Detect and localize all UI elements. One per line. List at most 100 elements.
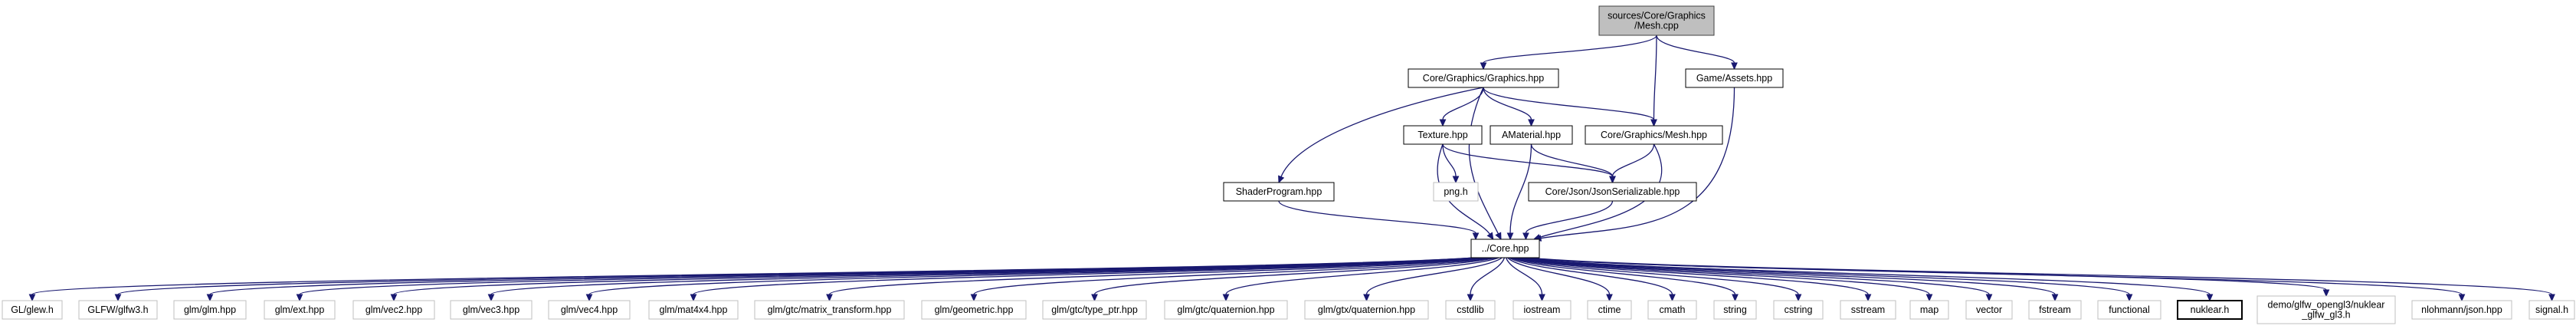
node-shader-hpp[interactable]: ShaderProgram.hpp — [1223, 182, 1335, 202]
node-label-fstream: fstream — [2039, 304, 2071, 315]
node-label-gtx-quat-hpp: glm/gtx/quaternion.hpp — [1318, 304, 1415, 315]
node-label-mesh-hpp: Core/Graphics/Mesh.hpp — [1601, 130, 1707, 140]
node-box-glm-hpp — [173, 300, 247, 320]
node-geometric-hpp: glm/geometric.hpp — [921, 300, 1027, 320]
arrowhead-core-hpp-to-glfw3-h — [114, 294, 122, 302]
node-label-glfw3-h: GLFW/glfw3.h — [87, 304, 148, 315]
node-box-vec4-hpp — [548, 300, 631, 320]
node-ctime: ctime — [1587, 300, 1632, 320]
node-label-jsonser-hpp: Core/Json/JsonSerializable.hpp — [1545, 186, 1680, 197]
node-glew-h: GL/glew.h — [2, 300, 63, 320]
arrowhead-core-hpp-to-geometric-hpp — [970, 294, 978, 302]
arrowhead-mesh-cpp-to-assets-hpp — [1731, 62, 1738, 71]
arrowhead-graphics-hpp-to-core-hpp — [1495, 232, 1502, 241]
node-label-geometric-hpp: glm/geometric.hpp — [935, 304, 1014, 315]
edge-mesh-cpp-to-assets-hpp — [1656, 35, 1735, 64]
node-box-functional — [2097, 300, 2161, 320]
node-label-signal-h: signal.h — [2535, 304, 2568, 315]
node-png-h: png.h — [1433, 182, 1479, 202]
node-label-type-ptr-hpp: glm/gtc/type_ptr.hpp — [1051, 304, 1138, 315]
node-jsonser-hpp[interactable]: Core/Json/JsonSerializable.hpp — [1528, 182, 1697, 202]
node-amaterial-hpp[interactable]: AMaterial.hpp — [1490, 125, 1573, 145]
node-box-cstdlib — [1445, 300, 1496, 320]
arrowhead-core-hpp-to-ext-hpp — [296, 294, 303, 302]
node-ext-hpp: glm/ext.hpp — [264, 300, 336, 320]
node-box-texture-hpp — [1403, 125, 1483, 145]
node-map: map — [1909, 300, 1949, 320]
node-box-json-hpp — [2411, 300, 2512, 320]
node-label-cmath: cmath — [1659, 304, 1685, 315]
node-box-ext-hpp — [264, 300, 336, 320]
node-box-cmath — [1647, 300, 1697, 320]
arrowhead-core-hpp-to-vector — [1985, 294, 1993, 302]
node-label-iostream: iostream — [1524, 304, 1561, 315]
arrowhead-core-hpp-to-json-hpp — [2458, 294, 2466, 302]
node-texture-hpp[interactable]: Texture.hpp — [1403, 125, 1483, 145]
arrowhead-amaterial-hpp-to-core-hpp — [1506, 232, 1514, 241]
node-box-amaterial-hpp — [1490, 125, 1573, 145]
edge-core-hpp-to-map — [1514, 257, 1930, 295]
arrowhead-mesh-hpp-to-jsonser-hpp — [1609, 176, 1616, 184]
arrowhead-core-hpp-to-sstream — [1864, 294, 1872, 302]
edges-layer — [28, 35, 2555, 302]
node-label-cstring: cstring — [1785, 304, 1813, 315]
node-label-vector: vector — [1976, 304, 2002, 315]
node-type-ptr-hpp: glm/gtc/type_ptr.hpp — [1042, 300, 1147, 320]
node-gtc-quat-hpp: glm/gtc/quaternion.hpp — [1164, 300, 1288, 320]
edge-core-hpp-to-mat4x4-hpp — [693, 257, 1487, 295]
node-box-jsonser-hpp — [1528, 182, 1697, 202]
node-box-glfw3-h — [78, 300, 158, 320]
node-label-map: map — [1920, 304, 1939, 315]
node-fstream: fstream — [2028, 300, 2082, 320]
node-nuklear-h[interactable]: nuklear.h — [2177, 300, 2243, 320]
arrowhead-shader-hpp-to-core-hpp — [1472, 232, 1480, 241]
edge-amaterial-hpp-to-jsonser-hpp — [1530, 143, 1614, 177]
arrowhead-core-hpp-to-vec4-hpp — [585, 294, 593, 302]
edge-core-hpp-to-functional — [1519, 257, 2130, 295]
node-vector: vector — [1965, 300, 2013, 320]
node-glfw3-h: GLFW/glfw3.h — [78, 300, 158, 320]
arrowhead-core-hpp-to-gtc-quat-hpp — [1222, 294, 1230, 302]
edge-mesh-hpp-to-core-hpp — [1539, 143, 1663, 239]
node-box-cstring — [1773, 300, 1824, 320]
arrowhead-core-hpp-to-vec3-hpp — [487, 294, 495, 302]
node-mesh-cpp[interactable]: sources/Core/Graphics/Mesh.cpp — [1598, 5, 1715, 36]
node-core-hpp[interactable]: ../Core.hpp — [1470, 239, 1540, 258]
node-box-mat4x4-hpp — [648, 300, 739, 320]
node-signal-h: signal.h — [2528, 300, 2575, 320]
edge-core-hpp-to-glfw-nuklear-h — [1523, 257, 2327, 291]
node-label-vec2-hpp: glm/vec2.hpp — [365, 304, 422, 315]
node-box-geometric-hpp — [921, 300, 1027, 320]
edge-texture-hpp-to-png-h — [1442, 143, 1457, 177]
edge-core-hpp-to-gtx-quat-hpp — [1365, 257, 1503, 295]
node-box-signal-h — [2528, 300, 2575, 320]
node-cstring: cstring — [1773, 300, 1824, 320]
node-box-glfw-nuklear-h — [2256, 295, 2396, 324]
node-box-nuklear-h — [2177, 300, 2243, 320]
node-vec4-hpp: glm/vec4.hpp — [548, 300, 631, 320]
edge-graphics-hpp-to-core-hpp — [1468, 87, 1499, 235]
node-box-vec2-hpp — [352, 300, 435, 320]
arrowhead-core-hpp-to-nuklear-h — [2206, 294, 2214, 302]
node-label-matrix-transform-hpp: glm/gtc/matrix_transform.hpp — [768, 304, 892, 315]
edge-core-hpp-to-gtc-quat-hpp — [1225, 257, 1499, 295]
arrowhead-core-hpp-to-ctime — [1606, 294, 1613, 302]
node-mesh-hpp[interactable]: Core/Graphics/Mesh.hpp — [1585, 125, 1723, 145]
node-label-vec3-hpp: glm/vec3.hpp — [463, 304, 519, 315]
node-string: string — [1713, 300, 1757, 320]
arrowhead-jsonser-hpp-to-core-hpp — [1522, 232, 1529, 241]
node-cstdlib: cstdlib — [1445, 300, 1496, 320]
node-graphics-hpp[interactable]: Core/Graphics/Graphics.hpp — [1408, 68, 1559, 88]
edge-core-hpp-to-string — [1509, 257, 1736, 295]
node-assets-hpp[interactable]: Game/Assets.hpp — [1685, 68, 1784, 88]
arrowhead-core-hpp-to-matrix-transform-hpp — [826, 294, 833, 302]
node-label-assets-hpp: Game/Assets.hpp — [1696, 73, 1772, 84]
arrowhead-graphics-hpp-to-amaterial-hpp — [1528, 119, 1535, 127]
node-box-mesh-cpp — [1598, 5, 1715, 36]
arrowhead-core-hpp-to-cstring — [1794, 294, 1802, 302]
node-label-glew-h: GL/glew.h — [11, 304, 54, 315]
node-label-ext-hpp: glm/ext.hpp — [275, 304, 325, 315]
node-json-hpp: nlohmann/json.hpp — [2411, 300, 2512, 320]
arrowhead-texture-hpp-to-core-hpp — [1486, 232, 1494, 241]
